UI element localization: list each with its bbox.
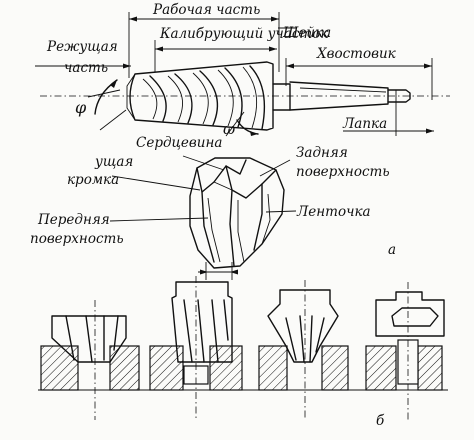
label-omega: ω [223, 120, 236, 138]
label-shank: Хвостовик [317, 46, 396, 62]
label-panel-b: б [376, 413, 385, 429]
label-phi: φ [75, 98, 87, 117]
label-panel-a: а [388, 242, 397, 258]
label-rake-line1: Передняя [38, 212, 110, 228]
view-1 [40, 300, 140, 420]
label-cutting-edge-line1: ущая [95, 154, 134, 170]
label-cutting-part-line2: часть [64, 60, 109, 76]
label-tang: Лапка [343, 116, 388, 132]
label-cutting-edge-line2: кромка [67, 172, 120, 188]
tool-side-view [35, 12, 450, 137]
view-4 [365, 282, 445, 420]
label-flank-line1: Задняя [296, 145, 348, 161]
label-land: Ленточка [297, 204, 371, 220]
label-calibrating-section: Калибрующий участок [160, 26, 329, 42]
label-working-part: Рабочая часть [153, 2, 261, 18]
operation-views [38, 276, 448, 420]
label-cutting-part-line1: Режущая [47, 39, 118, 55]
view-2 [149, 276, 243, 420]
label-core: Сердцевина [136, 135, 223, 151]
dimension-lines [35, 12, 434, 136]
label-neck: Шейка [283, 25, 332, 41]
label-flank-line2: поверхность [296, 164, 390, 180]
tool-tip-perspective [109, 155, 297, 280]
label-rake-line2: поверхность [30, 231, 124, 247]
view-3 [258, 280, 349, 420]
